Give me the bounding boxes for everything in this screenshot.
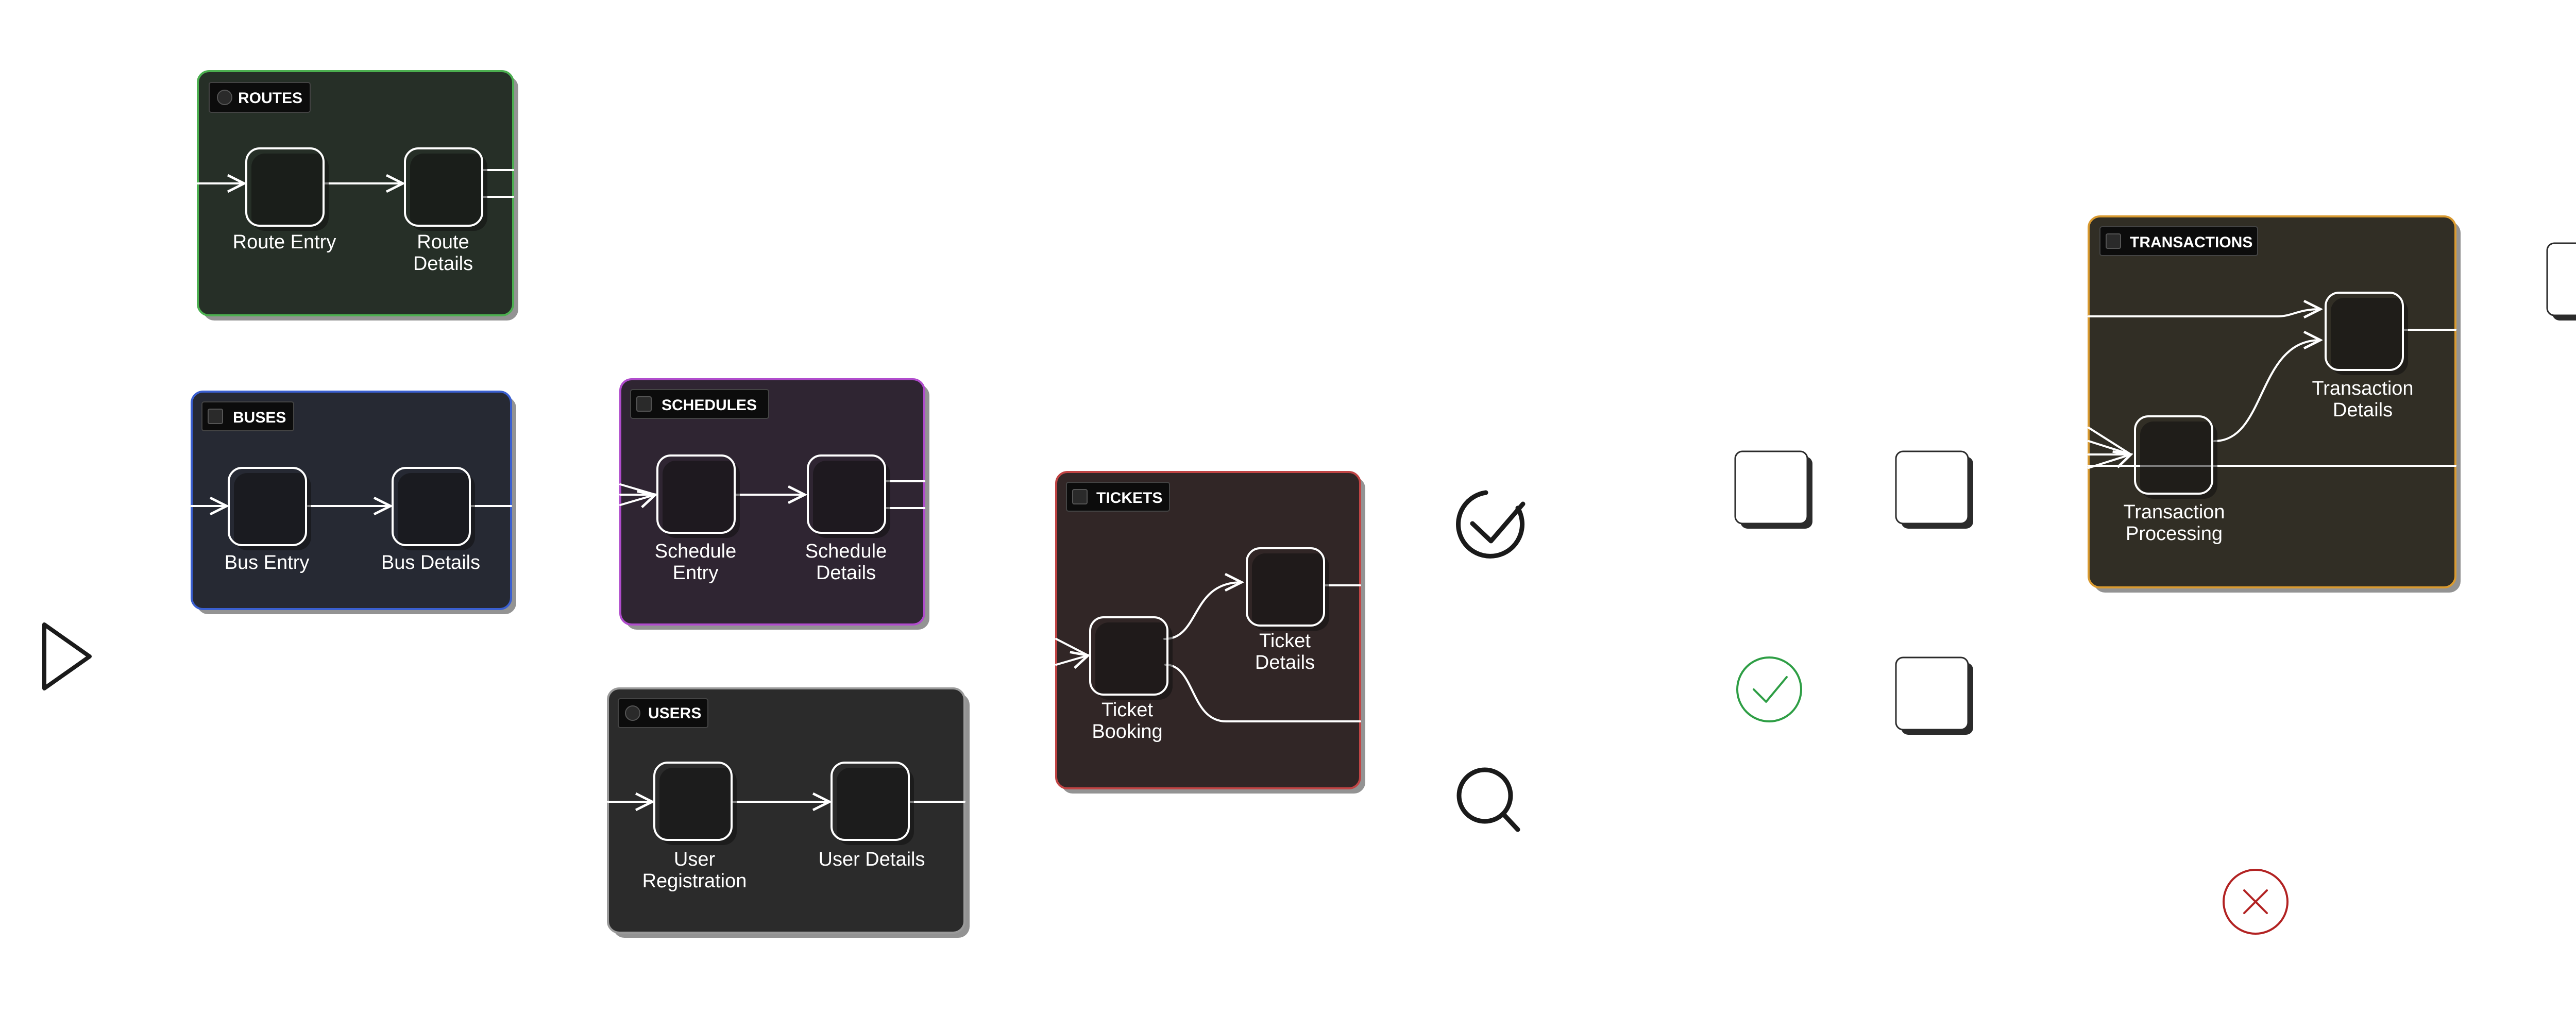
group-tag-label: TRANSACTIONS — [2130, 234, 2252, 251]
node-transaction-details[interactable]: Transaction Details — [2312, 292, 2414, 421]
placeholder-node[interactable] — [2546, 242, 2576, 320]
node-ticket-booking[interactable]: Ticket Booking — [1089, 616, 1173, 743]
group-tag-schedules: SCHEDULES — [630, 389, 769, 419]
node-label: Schedule — [805, 541, 887, 562]
check-node[interactable] — [1456, 490, 1526, 559]
bus-icon — [208, 409, 223, 424]
error-node[interactable] — [2223, 869, 2289, 935]
close-circle-icon — [2223, 869, 2289, 935]
node-label: Route — [417, 231, 469, 253]
placeholder-node[interactable] — [1895, 656, 1973, 735]
node-label: Details — [1255, 652, 1315, 673]
group-tag-label: USERS — [648, 705, 701, 722]
edge-booking-details — [1163, 582, 1242, 640]
node-transaction-processing[interactable]: Transaction Processing — [2123, 415, 2225, 545]
search-node[interactable] — [1456, 767, 1520, 832]
group-transactions[interactable]: TRANSACTIONS Transaction Processing Tran… — [2088, 215, 2461, 593]
group-tag-users: USERS — [618, 698, 708, 728]
group-tag-routes: ROUTES — [209, 82, 311, 113]
user-icon — [625, 705, 640, 721]
node-label: Details — [2333, 399, 2393, 421]
node-label: Bus Details — [381, 552, 480, 573]
success-node[interactable] — [1736, 656, 1802, 722]
check-circle-icon — [1736, 656, 1802, 722]
node-bus-details[interactable]: Bus Details — [381, 467, 480, 573]
node-label: Transaction — [2312, 378, 2413, 399]
ticket-icon — [1072, 489, 1088, 504]
node-label: Bus Entry — [225, 552, 310, 573]
group-tag-label: TICKETS — [1096, 490, 1162, 507]
group-users[interactable]: USERS User Registration User Details — [607, 687, 970, 938]
check-circle-icon — [1456, 490, 1526, 559]
edge-booking-out — [1164, 664, 1361, 722]
group-tag-label: ROUTES — [238, 90, 302, 107]
node-user-registration[interactable]: User Registration — [642, 762, 747, 892]
group-tickets[interactable]: TICKETS Ticket Booking Ticket Details — [1055, 471, 1365, 794]
placeholder-node[interactable] — [1895, 450, 1973, 529]
card-icon — [2106, 233, 2121, 249]
group-buses[interactable]: BUSES Bus Entry Bus Details — [191, 391, 516, 614]
group-routes[interactable]: ROUTES Route Entry Route Details — [197, 70, 518, 320]
node-bus-entry[interactable]: Bus Entry — [225, 467, 311, 573]
edge-schedules-out — [884, 480, 925, 509]
node-label: Details — [413, 253, 473, 275]
node-label: Processing — [2126, 523, 2223, 545]
node-label: Ticket — [1101, 699, 1153, 721]
group-tag-tickets: TICKETS — [1066, 482, 1170, 512]
node-label: Registration — [642, 870, 747, 892]
node-label: Details — [816, 562, 876, 584]
node-label: User — [674, 849, 716, 870]
group-tag-label: BUSES — [233, 409, 286, 426]
node-ticket-details[interactable]: Ticket Details — [1246, 547, 1329, 673]
edge-processing-details — [2213, 340, 2320, 442]
node-schedule-entry[interactable]: Schedule Entry — [655, 454, 740, 584]
node-user-details[interactable]: User Details — [819, 762, 925, 870]
placeholder-node[interactable] — [1734, 450, 1812, 529]
play-icon — [42, 622, 92, 690]
group-tag-transactions: TRANSACTIONS — [2099, 226, 2258, 256]
node-label: Entry — [673, 562, 719, 584]
edge-transactions-in-top — [2088, 309, 2320, 316]
search-icon — [1456, 767, 1520, 832]
node-label: Transaction — [2123, 501, 2225, 523]
node-label: Schedule — [655, 541, 736, 562]
group-schedules[interactable]: SCHEDULES Schedule Entry Schedule Detail… — [619, 378, 929, 630]
group-tag-label: SCHEDULES — [662, 397, 757, 414]
target-icon — [217, 90, 232, 105]
calendar-icon — [636, 396, 652, 412]
node-label: Route Entry — [233, 231, 336, 253]
start-node[interactable] — [42, 622, 92, 690]
node-route-details[interactable]: Route Details — [404, 147, 487, 275]
node-route-entry[interactable]: Route Entry — [233, 147, 336, 253]
group-tag-buses: BUSES — [201, 401, 294, 431]
edge-schedules-in — [619, 484, 655, 505]
node-label: Booking — [1092, 721, 1162, 743]
edge-tickets-in — [1055, 639, 1088, 665]
node-label: Ticket — [1259, 630, 1311, 652]
node-label: User Details — [819, 849, 925, 870]
node-schedule-details[interactable]: Schedule Details — [805, 454, 890, 584]
edge-transactions-in — [2088, 427, 2131, 468]
